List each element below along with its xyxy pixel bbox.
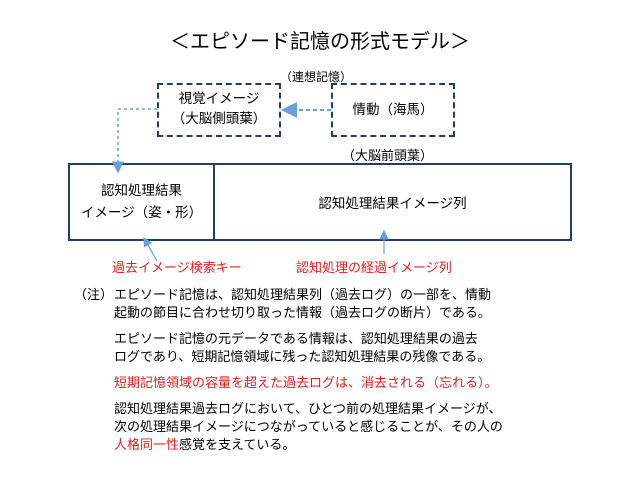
sequence-label: 認知処理の経過イメージ列 — [296, 261, 452, 276]
left-cell: 認知処理結果 イメージ（姿・形） — [70, 180, 213, 224]
emotion-box-text: 情動（海馬） — [352, 102, 434, 118]
note-paragraph-2: エピソード記憶の元データである情報は、認知処理結果の過去 ログであり、短期記憶領… — [114, 331, 490, 367]
visual-image-line2: （大脳側頭葉） — [171, 111, 267, 127]
frontal-lobe-label: （大脳前頭葉） — [342, 149, 434, 164]
note-p4-line3: 人格同一性感覚を支えている。 — [114, 437, 503, 455]
note-paragraph-3: 短期記憶領域の容量を超えた過去ログは、消去される（忘れる）。 — [114, 376, 498, 391]
visual-to-result-arrow — [112, 108, 157, 174]
left-cell-line2: イメージ（姿・形） — [80, 205, 203, 221]
key-pointer-arrow — [143, 236, 158, 262]
note-p4-line3-rest: 感覚を支えている。 — [179, 438, 296, 453]
visual-image-line1: 視覚イメージ — [178, 91, 260, 107]
emotion-box: 情動（海馬） — [331, 83, 455, 137]
note-p2-line1: エピソード記憶の元データである情報は、認知処理結果の過去 — [114, 332, 478, 347]
table-divider — [213, 163, 215, 241]
page-title: ＜エピソード記憶の形式モデル＞ — [170, 29, 470, 53]
search-key-label: 過去イメージ検索キー — [112, 261, 242, 276]
note-p1-line2: 起動の節目に合わせ切り取った情報（過去ログの断片）である。 — [114, 306, 491, 321]
assoc-memory-label: （連想記憶） — [280, 70, 353, 84]
identity-highlight: 人格同一性 — [114, 438, 180, 453]
note-p1-line1: エピソード記憶は、認知処理結果列（過去ログ）の一部を、情動 — [114, 288, 492, 303]
note-paragraph-4: 認知処理結果過去ログにおいて、ひとつ前の処理結果イメージが、 次の処理結果イメー… — [114, 401, 503, 455]
left-cell-line1: 認知処理結果 — [101, 183, 182, 199]
note-marker: （注） — [74, 288, 114, 303]
note-p4-line1: 認知処理結果過去ログにおいて、ひとつ前の処理結果イメージが、 — [114, 402, 502, 417]
right-cell: 認知処理結果イメージ列 — [318, 196, 467, 212]
visual-image-box: 視覚イメージ （大脳側頭葉） — [157, 83, 281, 137]
note-paragraph-1: エピソード記憶は、認知処理結果列（過去ログ）の一部を、情動 起動の節目に合わせ切… — [114, 287, 491, 323]
note-p4-line2: 次の処理結果イメージにつながっていると感じることが、その人の — [114, 420, 503, 435]
note-p2-line2: ログであり、短期記憶領域に残った認知処理結果の残像である。 — [114, 350, 491, 365]
cognition-result-table — [68, 163, 572, 241]
